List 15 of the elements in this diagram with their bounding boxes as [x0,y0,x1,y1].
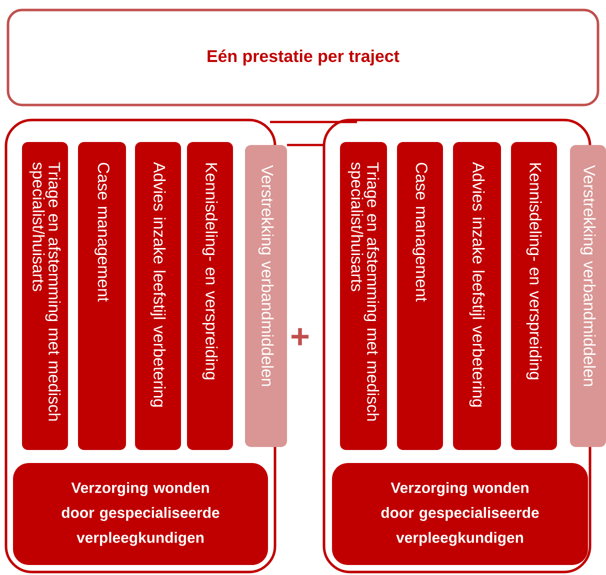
supply-bar: Verstrekking verbandmiddelen [570,145,606,447]
care-box: Verzorging wonden door gespecialiseerde verpleegkundigen [13,463,268,565]
service-bar: Advies inzake leefstijl verbetering [453,142,501,450]
title-box: Eén prestatie per traject [6,8,600,106]
service-bar: Case management [78,142,126,450]
service-bar: Kennisdeling- en verspreiding [187,142,233,450]
service-bar: Triage en afstemming met medisch specialist/huisarts [340,142,387,450]
plus-sign: + [292,328,309,346]
supply-bar: Verstrekking verbandmiddelen [245,145,287,447]
service-bar: Advies inzake leefstijl verbetering [135,142,181,450]
node-label: Verzorging wonden door gespecialiseerde verpleegkundigen [381,482,539,546]
service-bar: Kennisdeling- en verspreiding [511,142,557,450]
care-box: Verzorging wonden door gespecialiseerde verpleegkundigen [332,463,588,565]
service-bar: Triage en afstemming met medisch specialist/huisarts [22,142,68,450]
service-bar: Case management [397,142,443,450]
